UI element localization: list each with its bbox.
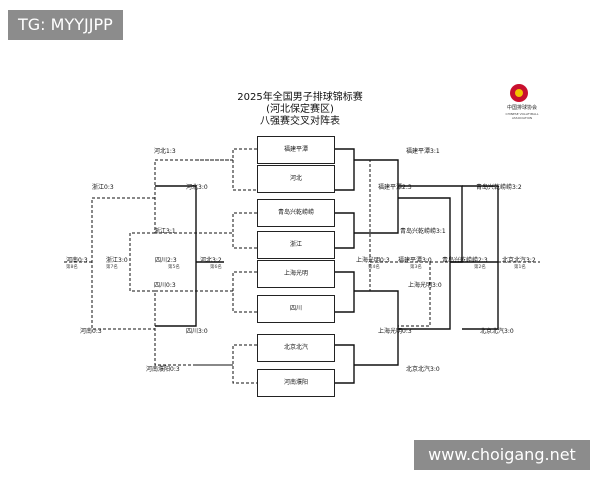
score-label: 四川3:0: [186, 328, 208, 335]
team-box: 北京北汽: [257, 334, 335, 362]
score-label: 福建平潭2:3: [378, 184, 412, 191]
score-label: 青岛兴乾崂崂3:1: [400, 228, 446, 235]
score-label: 浙江0:3: [92, 184, 114, 191]
score-label: 河南濮阳0:3: [146, 366, 180, 373]
page-subtitle-bracket: 八强赛交叉对阵表: [260, 116, 340, 127]
page-title: 2025年全国男子排球锦标赛: [237, 92, 363, 103]
watermark-bottom-right: www.choigang.net: [414, 440, 590, 470]
place-label: 第3名: [410, 265, 422, 270]
place-label: 第7名: [106, 265, 118, 270]
score-label: 青岛兴乾崂崂2:3: [442, 257, 488, 264]
logo-text: 中国排球协会: [506, 105, 537, 111]
place-label: 第6名: [210, 265, 222, 270]
score-label: 浙江3:0: [106, 257, 128, 264]
score-label: 河北3:0: [186, 184, 208, 191]
place-label: 第1名: [514, 265, 526, 270]
score-label: 上海光明0:3: [378, 328, 412, 335]
score-label: 青岛兴乾崂崂3:2: [476, 184, 522, 191]
score-label: 四川0:3: [154, 282, 176, 289]
score-label: 北京北汽3:2: [502, 257, 536, 264]
score-label: 浙江3:1: [154, 228, 176, 235]
score-label: 河北3:2: [200, 257, 222, 264]
score-label: 福建平潭3:0: [398, 257, 432, 264]
place-label: 第2名: [474, 265, 486, 270]
score-label: 河南0:3: [66, 257, 88, 264]
score-label: 河南0:3: [80, 328, 102, 335]
place-label: 第4名: [368, 265, 380, 270]
score-label: 河北1:3: [154, 148, 176, 155]
score-label: 上海光明0:3: [356, 257, 390, 264]
score-label: 四川2:3: [155, 257, 177, 264]
place-label: 第5名: [168, 265, 180, 270]
place-label: 第8名: [66, 265, 78, 270]
score-label: 福建平潭3:1: [406, 148, 440, 155]
page-subtitle-venue: (河北保定赛区): [266, 104, 334, 115]
team-box: 浙江: [257, 231, 335, 259]
association-logo: 中国排球协会 CHINESE VOLLEYBALL ASSOCIATION: [500, 80, 544, 126]
score-label: 上海光明3:0: [408, 282, 442, 289]
team-box: 上海光明: [257, 260, 335, 288]
watermark-top-left: TG: MYYJJPP: [8, 10, 123, 40]
team-box: 四川: [257, 295, 335, 323]
team-box: 青岛兴乾崂崂: [257, 199, 335, 227]
logo-subtext: CHINESE VOLLEYBALL ASSOCIATION: [505, 112, 539, 120]
score-label: 北京北汽3:0: [480, 328, 514, 335]
team-box: 福建平潭: [257, 136, 335, 164]
volleyball-logo-icon: [510, 84, 528, 102]
team-box: 河北: [257, 165, 335, 193]
team-box: 河南濮阳: [257, 369, 335, 397]
score-label: 北京北汽3:0: [406, 366, 440, 373]
